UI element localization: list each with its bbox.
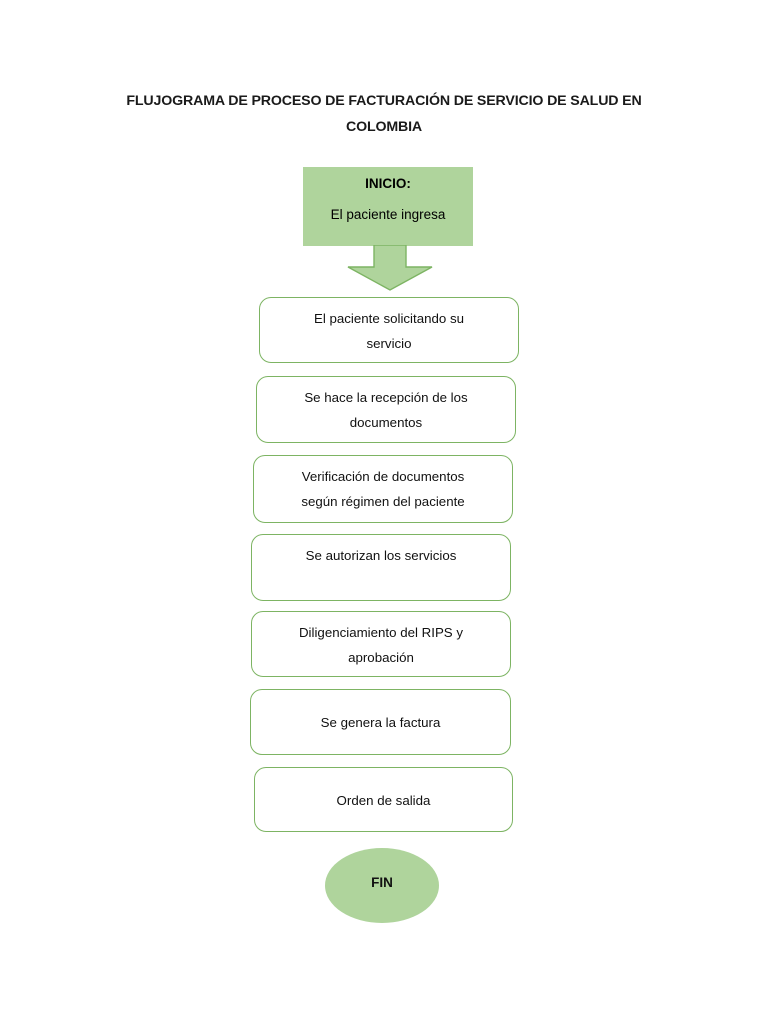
flowchart-step-7[interactable]: Orden de salida (254, 767, 513, 832)
flowchart-step-5[interactable]: Diligenciamiento del RIPS y aprobación (251, 611, 511, 677)
flowchart-step-3-line1: Verificación de documentos (301, 469, 465, 484)
end-node-label: FIN (371, 875, 393, 890)
down-arrow-icon (344, 244, 436, 292)
flowchart-step-4-line1: Se autorizan los servicios (305, 548, 457, 563)
flowchart-step-4[interactable]: Se autorizan los servicios (251, 534, 511, 601)
page-title: FLUJOGRAMA DE PROCESO DE FACTURACIÓN DE … (126, 93, 642, 135)
flowchart-step-2[interactable]: Se hace la recepción de los documentos (256, 376, 516, 443)
flowchart-step-3-text: Verificación de documentos según régimen… (262, 464, 504, 514)
flowchart-step-5-line1: Diligenciamiento del RIPS y (298, 625, 464, 640)
flowchart-step-5-line2: aprobación (348, 650, 414, 665)
start-node-label-text: El paciente ingresa (330, 207, 446, 222)
flowchart-step-6-text: Se genera la factura (259, 710, 502, 735)
start-node-label-bold: INICIO: (365, 176, 411, 191)
flowchart-step-5-text: Diligenciamiento del RIPS y aprobación (260, 620, 502, 670)
flowchart-step-3[interactable]: Verificación de documentos según régimen… (253, 455, 513, 523)
flowchart-step-2-line2: documentos (349, 415, 423, 430)
flowchart-step-6[interactable]: Se genera la factura (250, 689, 511, 755)
flowchart-step-2-text: Se hace la recepción de los documentos (265, 385, 507, 435)
flowchart-end-node[interactable]: FIN (325, 848, 439, 923)
flowchart-start-node[interactable]: INICIO: El paciente ingresa (303, 167, 473, 246)
flowchart-step-7-text: Orden de salida (263, 788, 504, 813)
flowchart-step-7-line1: Orden de salida (336, 793, 431, 808)
flowchart-step-1-line2: servicio (366, 336, 412, 351)
flowchart-step-1-line1: El paciente solicitando su (313, 311, 465, 326)
flowchart-step-2-line1: Se hace la recepción de los (304, 390, 468, 405)
flowchart-step-4-text: Se autorizan los servicios (260, 543, 502, 568)
flowchart-step-1[interactable]: El paciente solicitando su servicio (259, 297, 519, 363)
flowchart-step-3-line2: según régimen del paciente (301, 494, 465, 509)
flowchart-step-6-line1: Se genera la factura (320, 715, 441, 730)
flowchart-step-1-text: El paciente solicitando su servicio (268, 306, 510, 356)
